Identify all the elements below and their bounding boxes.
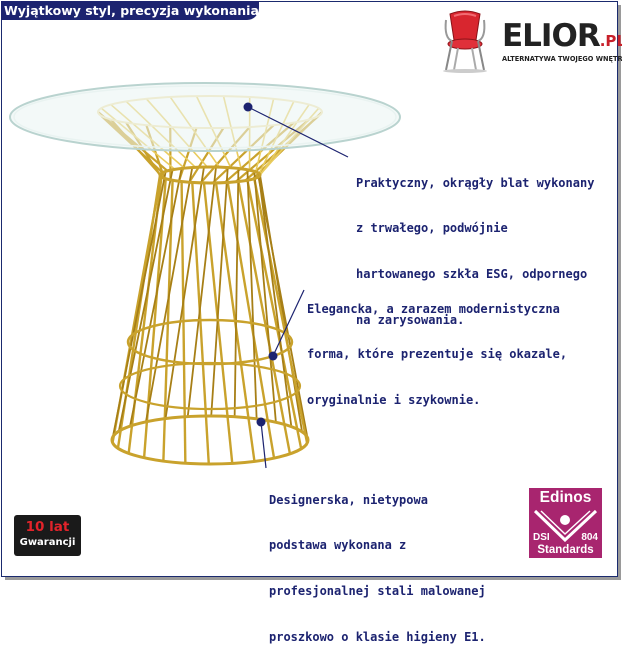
callout-line: Designerska, nietypowa bbox=[269, 493, 486, 508]
leader-dot-top bbox=[244, 103, 253, 112]
warranty-label: Gwarancji bbox=[14, 536, 81, 550]
wire-rod bbox=[188, 167, 216, 417]
callout-line: z trwałego, podwójnie bbox=[356, 221, 594, 236]
callout-form: Elegancka, a zarazem modernistyczna form… bbox=[307, 271, 567, 424]
callout-base: Designerska, nietypowa podstawa wykonana… bbox=[269, 462, 486, 661]
wire-ring-bottom bbox=[112, 416, 308, 464]
certificate-number: 804 bbox=[581, 532, 598, 543]
wire-rod bbox=[113, 171, 166, 437]
edinos-certificate-badge: Edinos DSI 804 Standards bbox=[529, 488, 602, 558]
callout-line: podstawa wykonana z bbox=[269, 538, 486, 553]
certificate-label: Standards bbox=[529, 544, 602, 557]
callout-line: proszkowo o klasie higieny E1. bbox=[269, 630, 486, 645]
callout-line: forma, które prezentuje się okazale, bbox=[307, 347, 567, 362]
certificate-brand: Edinos bbox=[529, 489, 602, 507]
callout-line: oryginalnie i szykownie. bbox=[307, 393, 567, 408]
leader-dot-middle bbox=[269, 352, 278, 361]
callout-line: Praktyczny, okrągły blat wykonany bbox=[356, 176, 594, 191]
wire-rod bbox=[235, 168, 239, 416]
certificate-dsi: DSI bbox=[533, 532, 550, 543]
glass-tabletop bbox=[10, 83, 400, 151]
callout-line: profesjonalnej stali malowanej bbox=[269, 584, 486, 599]
callout-line: Elegancka, a zarazem modernistyczna bbox=[307, 302, 567, 317]
warranty-years: 10 lat bbox=[14, 518, 81, 536]
leader-dot-bottom bbox=[257, 418, 266, 427]
warranty-badge: 10 lat Gwarancji bbox=[14, 515, 81, 556]
